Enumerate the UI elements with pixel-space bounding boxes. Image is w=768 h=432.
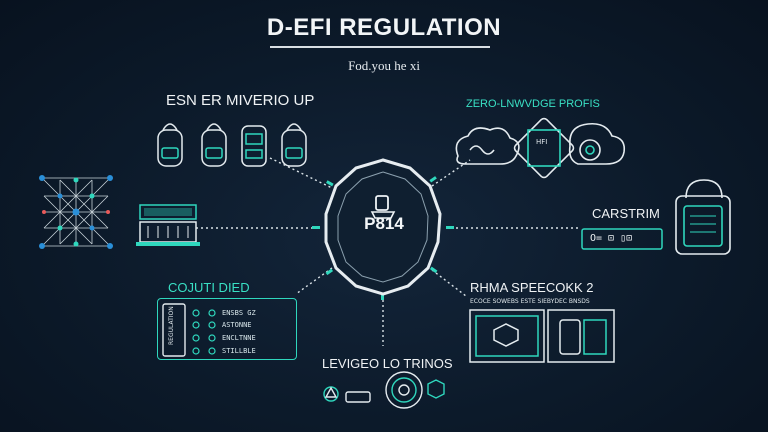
hub-node (324, 158, 442, 296)
bottom-left-row-icons (192, 309, 216, 355)
title-underline (270, 46, 490, 48)
bottom-left-side-text: REGULATION (168, 306, 175, 345)
hub-label: P814 (364, 214, 404, 233)
left-network-graph (39, 175, 113, 249)
right-label: CARSTRIM (592, 206, 660, 221)
top-right-proof-icons (455, 117, 626, 179)
bottom-left-row-2: ASTONNE (222, 321, 252, 329)
bottom-left-panel (157, 298, 297, 360)
top-left-devices (157, 123, 307, 167)
top-left-label: ESN ER MIVERIO UP (166, 92, 315, 109)
bottom-left-row-4: STILLBLE (222, 347, 256, 355)
left-block-device (136, 204, 200, 246)
bottom-right-devices (469, 309, 615, 363)
top-right-card-text: HFI (536, 138, 548, 146)
bottom-right-caption: ECOCE SOWEBS ESTE SIEBYDEC BNSDS (470, 298, 590, 305)
connectors (196, 157, 578, 346)
bottom-label: LEVIGEO LO TRINOS (322, 356, 453, 371)
right-lock-device (675, 179, 731, 255)
bottom-left-row-3: ENCLTNNE (222, 334, 256, 342)
bottom-left-label: COJUTI DIED (168, 280, 250, 295)
connector-ticks (312, 176, 454, 300)
page-subtitle: Fod.you he xi (348, 58, 420, 73)
right-readout-frame (581, 228, 663, 250)
bottom-emblems (323, 371, 445, 409)
bottom-right-label: RHMA SPEECOKK 2 (470, 280, 594, 295)
bottom-left-sidebar (162, 303, 186, 357)
top-right-label: ZERO-LNWVDGE PROFIS (466, 98, 600, 110)
bottom-left-row-1: ENSBS GZ (222, 309, 256, 317)
right-readout: O= ⊡ ▯⊡ (590, 233, 633, 244)
page-title: D-EFI REGULATION (266, 14, 502, 41)
